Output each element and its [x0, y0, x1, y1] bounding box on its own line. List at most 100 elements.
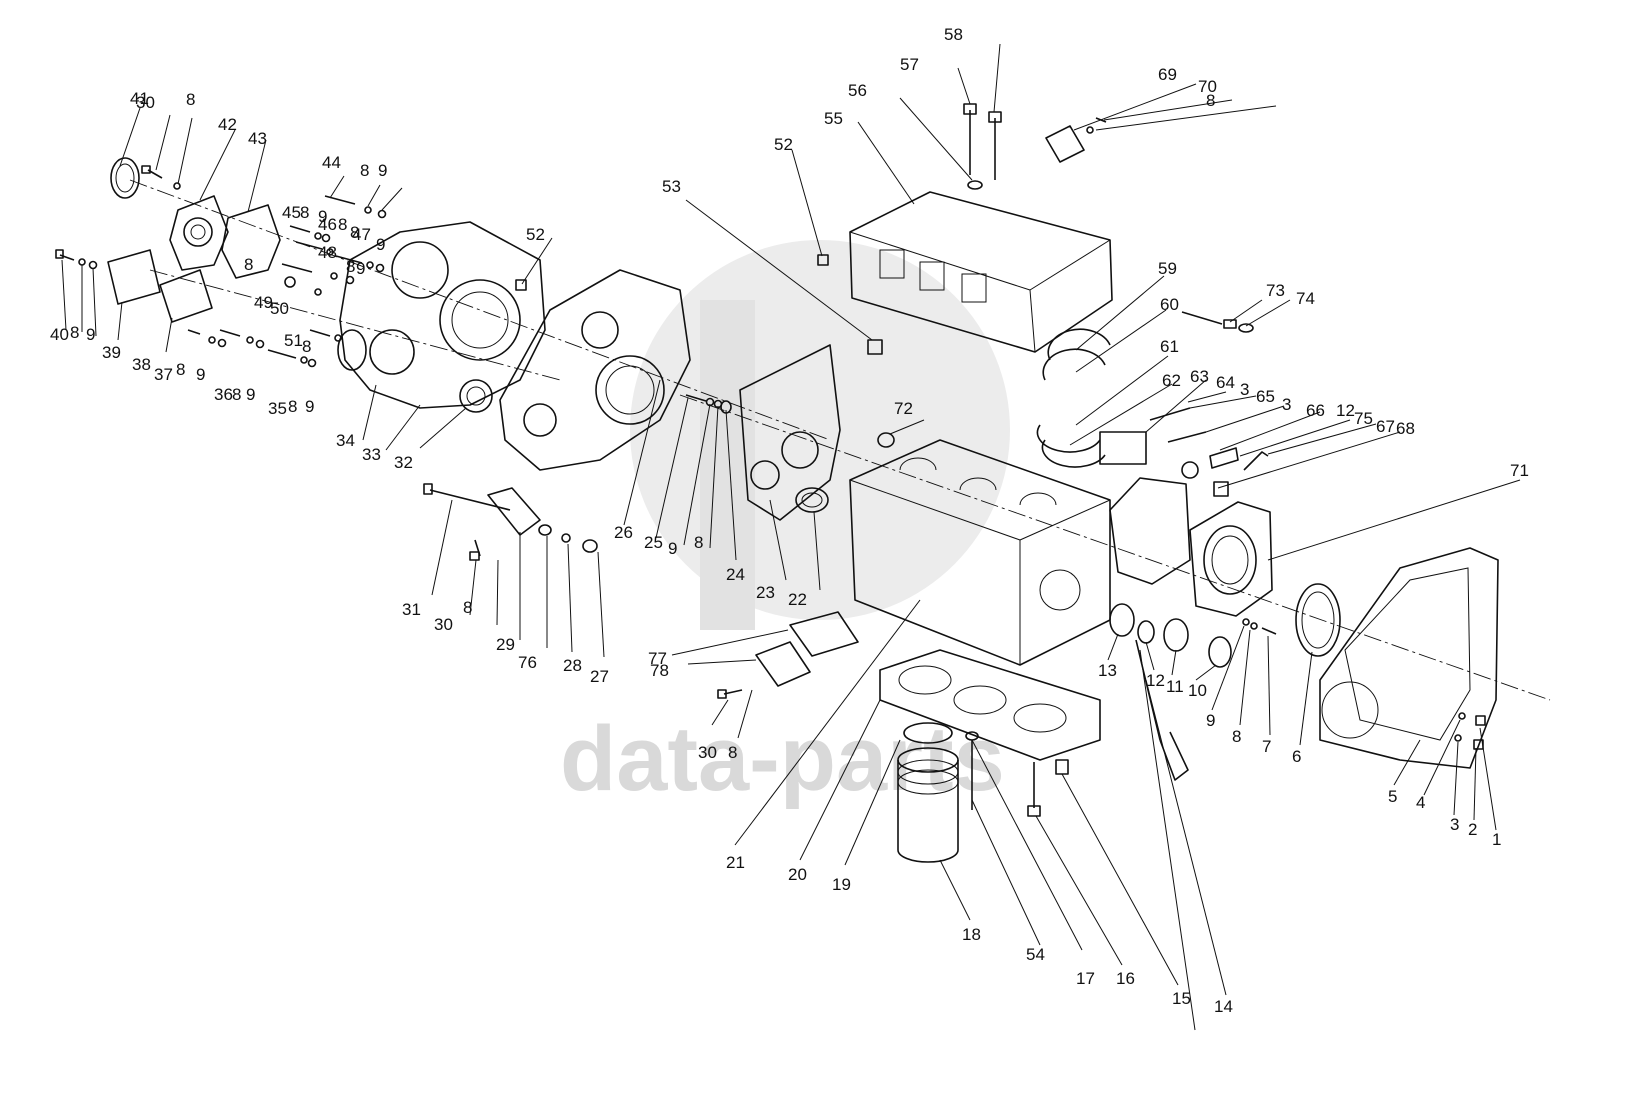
callout-46: 46 — [318, 215, 337, 234]
callout-8-6: 8 — [360, 161, 369, 180]
watermark: data-parts — [560, 240, 1010, 810]
callout-65: 65 — [1256, 387, 1275, 406]
callout-40: 40 — [50, 325, 69, 344]
bracket-29 — [487, 487, 541, 536]
callout-60: 60 — [1160, 295, 1179, 314]
timing-cover-33 — [337, 221, 546, 409]
callout-8-8: 8 — [70, 323, 79, 342]
callout-9-7: 9 — [378, 161, 387, 180]
callout-30: 30 — [136, 93, 155, 112]
side-cover-77-78 — [755, 611, 859, 687]
callout-7: 7 — [1262, 737, 1271, 756]
callout-3: 3 — [1450, 815, 1459, 834]
bearings-59-62 — [1036, 328, 1111, 468]
dowel-53 — [867, 339, 883, 355]
callout-2: 2 — [1468, 820, 1477, 839]
callout-22: 22 — [788, 590, 807, 609]
callout-8-9: 8 — [176, 360, 185, 379]
callout-23: 23 — [756, 583, 775, 602]
callout-54: 54 — [1026, 945, 1045, 964]
callout-8-2: 8 — [728, 743, 737, 762]
gear-housing-26 — [499, 269, 691, 471]
callout-20: 20 — [788, 865, 807, 884]
callout-9-8: 9 — [318, 207, 327, 226]
dowel-72 — [877, 432, 895, 448]
gasket-43 — [221, 204, 281, 279]
callout-8-5: 8 — [186, 90, 195, 109]
bushing-22 — [795, 487, 829, 513]
callout-8-12: 8 — [350, 223, 359, 242]
small-parts-63-68 — [1099, 407, 1269, 497]
callout-8-15: 8 — [288, 397, 297, 416]
callout-69: 69 — [1158, 65, 1177, 84]
callout-9-10: 9 — [356, 259, 365, 278]
gasket-38 — [159, 269, 213, 323]
callout-62: 62 — [1162, 371, 1181, 390]
callout-52: 52 — [526, 225, 545, 244]
seal-ring-6 — [1295, 583, 1341, 657]
seal-ring-41 — [110, 157, 140, 199]
cylinder-liner-18 — [897, 722, 959, 863]
callout-17: 17 — [1076, 969, 1095, 988]
callout-48: 48 — [318, 243, 337, 262]
bolts-57-58 — [963, 103, 1002, 190]
callout-68: 68 — [1396, 419, 1415, 438]
bolt-30-top — [141, 165, 163, 179]
callout-18: 18 — [962, 925, 981, 944]
cover-plate-42 — [169, 195, 229, 271]
callout-72: 72 — [894, 399, 913, 418]
bolt-stacks-upper — [187, 195, 387, 368]
callout-3-2: 3 — [1240, 380, 1249, 399]
callout-36: 36 — [214, 385, 233, 404]
watermark-logo-disc — [630, 240, 1010, 620]
callout-8-3: 8 — [463, 598, 472, 617]
callout-labels: 1233345678888888888888888899999999991011… — [50, 25, 1529, 1016]
callout-8-13: 8 — [302, 337, 311, 356]
callout-13: 13 — [1098, 661, 1117, 680]
callout-9: 9 — [1206, 711, 1215, 730]
callout-33: 33 — [362, 445, 381, 464]
callout-19: 19 — [832, 875, 851, 894]
dowel-52-left — [515, 279, 527, 291]
callout-9-5: 9 — [196, 365, 205, 384]
pin-73-74 — [1181, 311, 1254, 333]
callout-4: 4 — [1416, 793, 1425, 812]
callout-55: 55 — [824, 109, 843, 128]
callout-41: 41 — [130, 89, 149, 108]
callout-31: 31 — [402, 600, 421, 619]
callout-5: 5 — [1388, 787, 1397, 806]
dowel-52-right — [817, 254, 829, 266]
callout-42: 42 — [218, 115, 237, 134]
callout-39: 39 — [102, 343, 121, 362]
callout-45: 45 — [282, 203, 301, 222]
leader-lines — [61, 43, 1521, 1031]
washer-8-top — [173, 182, 181, 190]
callout-8: 8 — [1232, 727, 1241, 746]
callout-70: 70 — [1198, 77, 1217, 96]
bolt-7-set — [1242, 618, 1277, 635]
callout-30-2: 30 — [434, 615, 453, 634]
callout-8-11: 8 — [346, 257, 355, 276]
callout-52-2: 52 — [774, 135, 793, 154]
callout-50: 50 — [270, 299, 289, 318]
callout-66: 66 — [1306, 401, 1325, 420]
callout-75: 75 — [1354, 409, 1373, 428]
callout-43: 43 — [248, 129, 267, 148]
callout-9-2: 9 — [668, 539, 677, 558]
callout-3-3: 3 — [1282, 395, 1291, 414]
callout-56: 56 — [848, 81, 867, 100]
oil-seal-housing-68 — [1189, 501, 1273, 617]
callout-44: 44 — [322, 153, 341, 172]
callout-8-14: 8 — [232, 385, 241, 404]
callout-6: 6 — [1292, 747, 1301, 766]
assembly-axes — [129, 179, 1551, 701]
callout-47: 47 — [352, 225, 371, 244]
callout-49: 49 — [254, 293, 273, 312]
bolt-30-low — [717, 689, 743, 699]
callout-57: 57 — [900, 55, 919, 74]
callout-30-3: 30 — [698, 743, 717, 762]
callout-8-10: 8 — [338, 215, 347, 234]
callout-76: 76 — [518, 653, 537, 672]
callout-73: 73 — [1266, 281, 1285, 300]
callout-63: 63 — [1190, 367, 1209, 386]
